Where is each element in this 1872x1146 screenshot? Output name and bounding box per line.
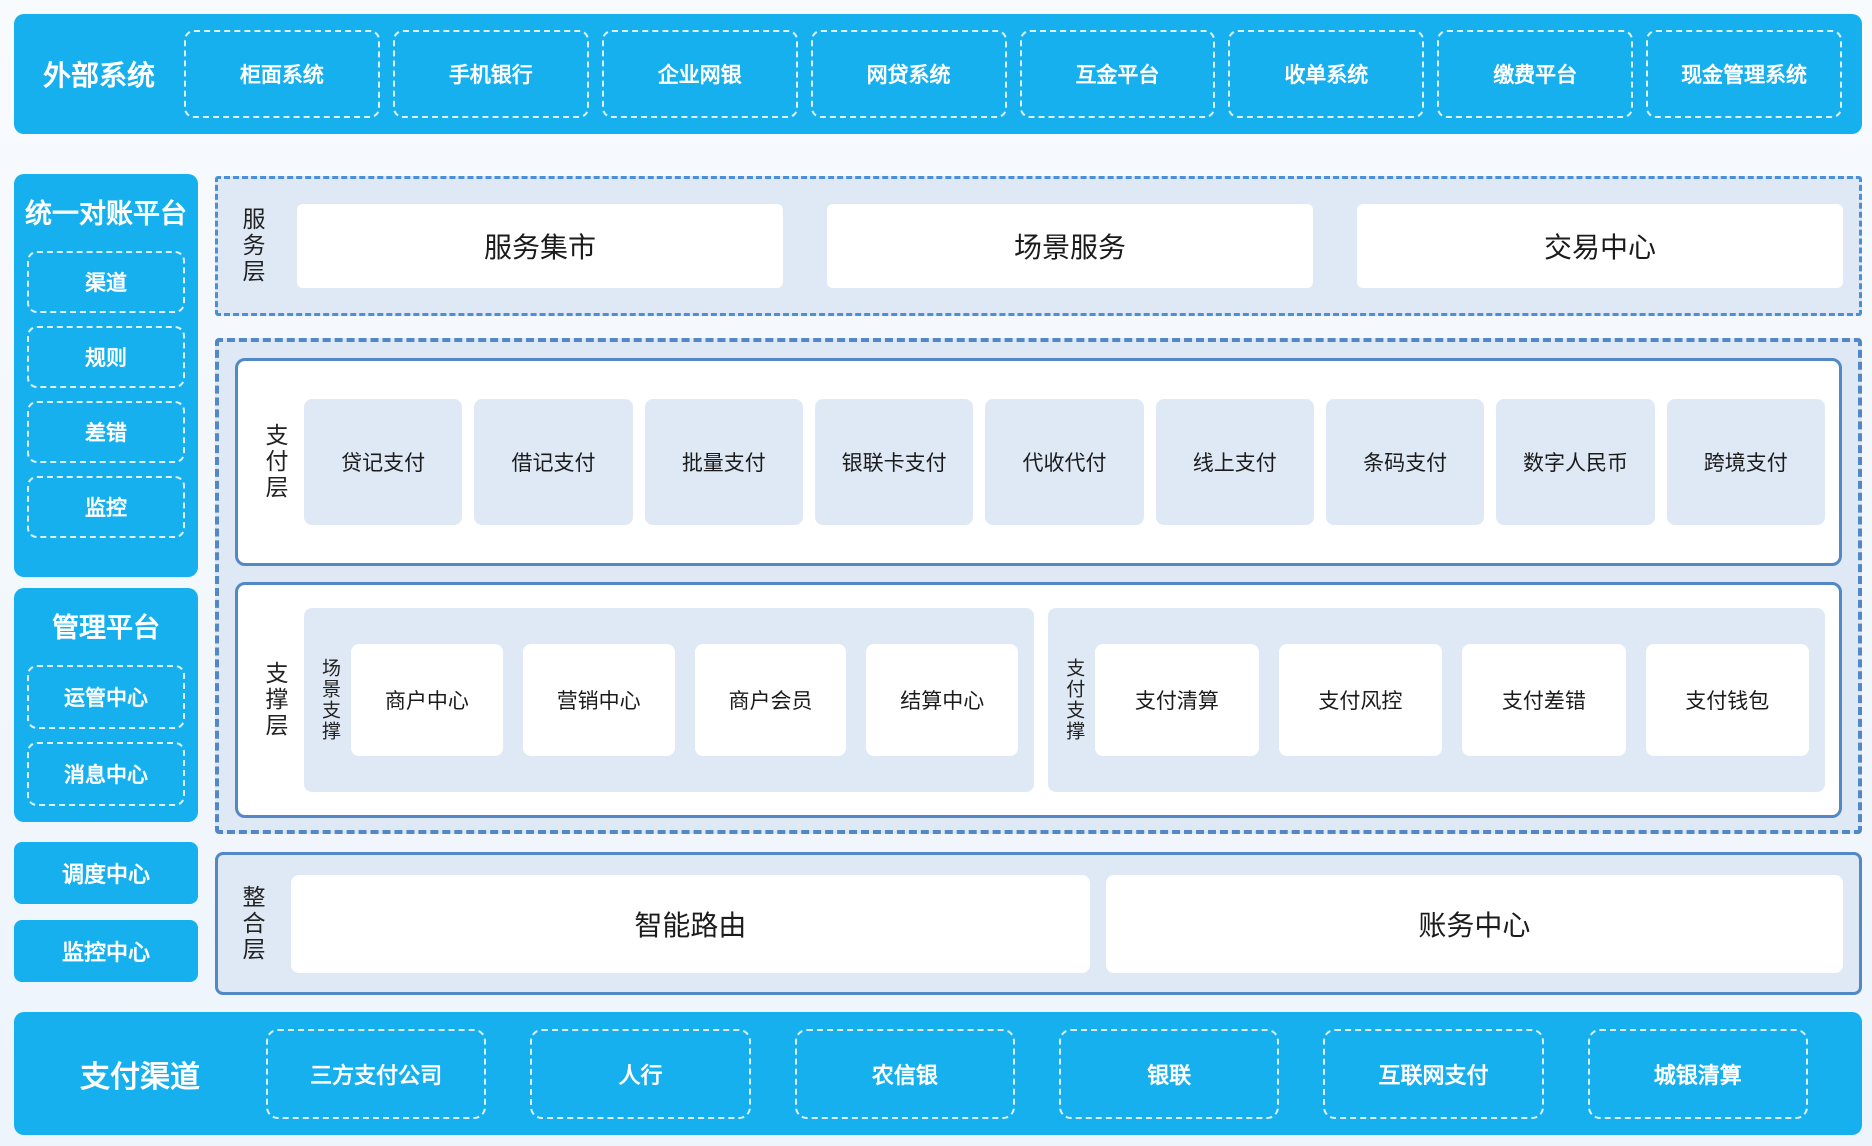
node-barcode-payment: 条码支付	[1325, 399, 1485, 525]
node-rural-credit-bank: 农信银	[794, 1028, 1015, 1119]
node-transaction-center: 交易中心	[1357, 204, 1843, 288]
node-pboc: 人行	[530, 1028, 751, 1119]
node-dispatch-center: 调度中心	[14, 842, 198, 904]
node-cash-mgmt-system: 现金管理系统	[1646, 30, 1842, 118]
integration-layer-panel: 整合层 智能路由 账务中心	[215, 852, 1862, 995]
payment-channels-label: 支付渠道	[80, 1060, 200, 1094]
scenario-support-group: 场景支撑 商户中心 营销中心 商户会员 结算中心	[304, 608, 1035, 792]
recon-platform-title: 统一对账平台	[25, 199, 187, 229]
node-digital-rmb: 数字人民币	[1496, 399, 1655, 525]
node-marketing-center: 营销中心	[522, 644, 675, 756]
external-systems-items: 柜面系统 手机银行 企业网银 网贷系统 互金平台 收单系统 缴费平台 现金管理系…	[184, 30, 1862, 118]
recon-platform-items: 渠道 规则 差错 监控	[14, 231, 198, 538]
node-message-center: 消息中心	[27, 742, 185, 806]
node-channel: 渠道	[27, 251, 185, 313]
core-layers-container: 支付层 贷记支付 借记支付 批量支付 银联卡支付 代收代付 线上支付 条码支付 …	[215, 338, 1862, 834]
node-unionpay-card-payment: 银联卡支付	[814, 399, 974, 525]
payment-support-group: 支付支撑 支付清算 支付风控 支付差错 支付钱包	[1048, 608, 1825, 792]
payment-support-items: 支付清算 支付风控 支付差错 支付钱包	[1083, 644, 1825, 756]
support-layer-groups: 场景支撑 商户中心 营销中心 商户会员 结算中心 支付支撑 支付清算 支付风控 …	[286, 608, 1839, 792]
integration-layer-label: 整合层	[239, 884, 265, 963]
scenario-support-label: 场景支撑	[319, 658, 340, 742]
node-counter-system: 柜面系统	[184, 30, 380, 118]
node-mobile-banking: 手机银行	[392, 30, 589, 118]
service-layer-label: 服务层	[239, 207, 265, 285]
node-fee-payment-platform: 缴费平台	[1437, 30, 1634, 118]
node-payment-error: 支付差错	[1462, 644, 1626, 756]
scenario-support-items: 商户中心 营销中心 商户会员 结算中心	[339, 644, 1034, 756]
payment-channels-items: 三方支付公司 人行 农信银 银联 互联网支付 城银清算	[266, 1028, 1862, 1119]
integration-layer-items: 智能路由 账务中心	[263, 874, 1859, 973]
node-cross-border-payment: 跨境支付	[1666, 399, 1825, 525]
mgmt-platform-panel: 管理平台 运管中心 消息中心	[14, 588, 198, 822]
external-systems-bar: 外部系统 柜面系统 手机银行 企业网银 网贷系统 互金平台 收单系统 缴费平台 …	[14, 14, 1862, 134]
node-online-loan-system: 网贷系统	[810, 30, 1007, 118]
node-third-party-payment: 三方支付公司	[266, 1028, 487, 1119]
node-accounting-center: 账务中心	[1105, 874, 1843, 973]
service-layer-panel: 服务层 服务集市 场景服务 交易中心	[215, 176, 1862, 316]
node-payment-risk-control: 支付风控	[1278, 644, 1443, 756]
node-internet-payment: 互联网支付	[1323, 1028, 1544, 1119]
node-payment-wallet: 支付钱包	[1645, 644, 1810, 756]
node-rules: 规则	[27, 326, 185, 388]
node-unionpay: 银联	[1058, 1028, 1280, 1119]
node-smart-routing: 智能路由	[291, 874, 1090, 973]
payment-layer-label: 支付层	[262, 423, 288, 501]
service-layer-items: 服务集市 场景服务 交易中心	[263, 204, 1859, 288]
payment-support-label: 支付支撑	[1063, 658, 1085, 742]
payment-layer-panel: 支付层 贷记支付 借记支付 批量支付 银联卡支付 代收代付 线上支付 条码支付 …	[235, 358, 1842, 566]
node-city-bank-clearing: 城银清算	[1587, 1028, 1808, 1119]
payment-layer-items: 贷记支付 借记支付 批量支付 银联卡支付 代收代付 线上支付 条码支付 数字人民…	[286, 399, 1839, 525]
support-layer-label: 支撑层	[262, 661, 288, 739]
node-corporate-ebank: 企业网银	[601, 30, 798, 118]
node-internet-finance-platform: 互金平台	[1019, 30, 1216, 118]
node-debit-payment: 借记支付	[474, 399, 633, 525]
node-monitor-center: 监控中心	[14, 920, 198, 982]
recon-platform-panel: 统一对账平台 渠道 规则 差错 监控	[14, 174, 198, 577]
node-online-payment: 线上支付	[1155, 399, 1314, 525]
mgmt-platform-title: 管理平台	[52, 613, 160, 643]
node-acquiring-system: 收单系统	[1228, 30, 1425, 118]
support-layer-panel: 支撑层 场景支撑 商户中心 营销中心 商户会员 结算中心 支付支撑 支付清算 支…	[235, 582, 1842, 818]
node-merchant-center: 商户中心	[351, 644, 503, 756]
node-collection-agency-payment: 代收代付	[985, 399, 1144, 525]
external-systems-label: 外部系统	[42, 60, 155, 91]
node-merchant-member: 商户会员	[694, 644, 847, 756]
node-service-market: 服务集市	[297, 204, 783, 288]
node-batch-payment: 批量支付	[644, 399, 803, 525]
node-errors: 差错	[27, 401, 185, 463]
node-payment-clearing: 支付清算	[1095, 644, 1259, 756]
payment-channels-bar: 支付渠道 三方支付公司 人行 农信银 银联 互联网支付 城银清算	[14, 1012, 1862, 1135]
node-ops-center: 运管中心	[27, 665, 185, 729]
node-settlement-center: 结算中心	[866, 644, 1019, 756]
node-scenario-service: 场景服务	[827, 204, 1313, 288]
node-credit-payment: 贷记支付	[304, 399, 463, 525]
node-monitoring: 监控	[27, 476, 185, 538]
mgmt-platform-items: 运管中心 消息中心	[14, 645, 198, 806]
